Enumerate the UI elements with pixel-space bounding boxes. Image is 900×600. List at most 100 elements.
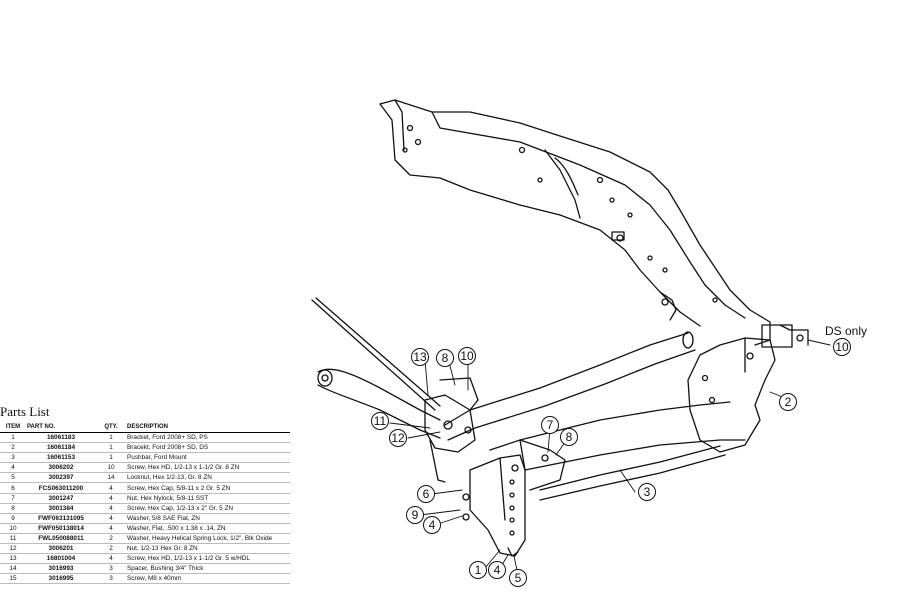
description: Nut, 1/2-13 Hex Gr. 8 ZN: [126, 543, 290, 555]
ps-bracket: [462, 439, 566, 557]
callout-8b: 8: [566, 430, 573, 444]
callout-4b: 4: [494, 563, 501, 577]
lift-arm: [311, 297, 479, 483]
description: Screw, Hex HD, 1/2-13 x 1-1/2 Gr. 5 w/HD…: [126, 553, 290, 565]
item-number: 13: [0, 553, 26, 565]
description: Screw, Hex Cap, 5/8-11 x 2 Gr. 5 ZN: [126, 482, 290, 494]
callout-8: 8: [442, 351, 449, 365]
callout-3: 3: [644, 485, 651, 499]
quantity: 4: [96, 523, 126, 534]
part-number: 3006201: [26, 543, 96, 555]
callout-10: 10: [460, 349, 474, 363]
parts-table-header: ITEM PART NO. QTY. DESCRIPTION: [0, 422, 290, 433]
leader-lines: [389, 339, 831, 576]
part-number: 3006202: [26, 462, 96, 474]
callout-10b: 10: [835, 340, 849, 354]
quantity: 1: [96, 452, 126, 464]
quantity: 1: [96, 442, 126, 454]
description: Bracekt, Ford 2008+ SD, DS: [126, 442, 290, 454]
quantity: 4: [96, 503, 126, 514]
item-number: 1: [0, 432, 26, 444]
callout-9: 9: [412, 508, 419, 522]
part-number: 16801004: [26, 553, 96, 565]
quantity: 10: [96, 462, 126, 474]
item-number: 10: [0, 523, 26, 534]
callout-12: 12: [391, 431, 405, 445]
quantity: 14: [96, 472, 126, 484]
item-number: 14: [0, 563, 26, 575]
push-bar: [519, 401, 746, 501]
part-number: 16061183: [26, 432, 96, 444]
quantity: 4: [96, 553, 126, 565]
parts-list: Parts List ITEM PART NO. QTY. DESCRIPTIO…: [0, 404, 292, 585]
cross-tube: [444, 331, 696, 441]
quantity: 4: [96, 482, 126, 494]
item-number: 4: [0, 462, 26, 474]
quantity: 4: [96, 493, 126, 504]
part-number: FWL050088011: [26, 533, 96, 545]
item-number: 12: [0, 543, 26, 555]
callout-5: 5: [515, 571, 522, 585]
header-item: ITEM: [0, 422, 26, 433]
part-number: 3001247: [26, 493, 96, 504]
part-number: FWF063131095: [26, 513, 96, 524]
item-number: 8: [0, 503, 26, 514]
description: Washer, Heavy Helical Spring Lock, 1/2",…: [126, 533, 290, 545]
quantity: 3: [96, 573, 126, 585]
frame-rail: [379, 99, 771, 346]
callout-7: 7: [547, 418, 554, 432]
description: Washer, 5/8 SAE Flat, ZN: [126, 513, 290, 524]
part-number: FWF050138014: [26, 523, 96, 534]
item-number: 6: [0, 482, 26, 494]
quantity: 1: [96, 432, 126, 444]
ds-bracket: [659, 291, 809, 453]
part-number: 3002397: [26, 472, 96, 484]
item-number: 11: [0, 533, 26, 545]
item-number: 3: [0, 452, 26, 464]
item-number: 5: [0, 472, 26, 484]
description: Locknut, Hex 1/2-13, Gr. 8 ZN: [126, 472, 290, 484]
description: Washer, Flat, .500 x 1.38 x .14, ZN: [126, 523, 290, 534]
ds-only-label: DS only: [825, 324, 867, 338]
description: Nut, Hex Nylock, 5/8-11 SST: [126, 493, 290, 504]
callout-11: 11: [374, 414, 387, 428]
header-qty: QTY.: [96, 422, 126, 433]
part-number: 3016995: [26, 573, 96, 585]
parts-list-title: Parts List: [0, 404, 50, 419]
quantity: 2: [96, 543, 126, 555]
description: Bracket, Ford 2008+ SD, PS: [126, 432, 290, 444]
description: Screw, Hex HD, 1/2-13 x 1-1/2 Gr. 8 ZN: [126, 462, 290, 474]
item-number: 9: [0, 513, 26, 524]
description: Screw, Hex Cap, 1/2-13 x 2" Gr. 5 ZN: [126, 503, 290, 514]
callout-1: 1: [475, 563, 482, 577]
item-number: 7: [0, 493, 26, 504]
part-number: 16061184: [26, 442, 96, 454]
part-number: 3001384: [26, 503, 96, 514]
part-number: FCS063011200: [26, 482, 96, 494]
description: Pushbar, Ford Mount: [126, 452, 290, 464]
callout-6: 6: [423, 487, 430, 501]
quantity: 3: [96, 563, 126, 575]
description: Spacer, Bushing 3/4" Thick: [126, 563, 290, 575]
header-part-no: PART NO.: [26, 422, 96, 433]
item-number: 15: [0, 573, 26, 585]
part-number: 3016993: [26, 563, 96, 575]
item-number: 2: [0, 442, 26, 454]
callout-13: 13: [413, 350, 427, 364]
quantity: 2: [96, 533, 126, 545]
